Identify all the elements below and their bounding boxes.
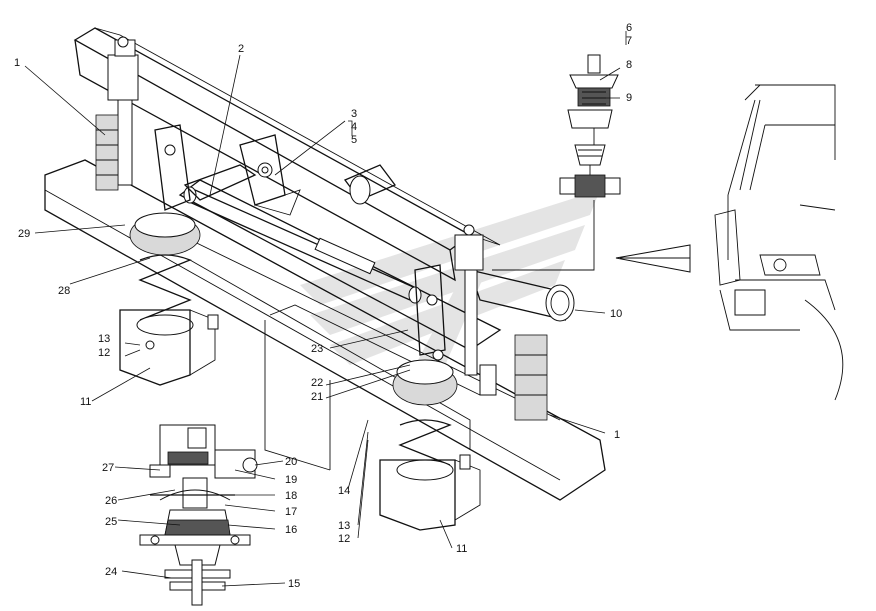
callout-label: 13 [338, 520, 350, 532]
leader-lines [24, 31, 627, 587]
left-spring-assembly [119, 124, 219, 386]
callout-label: 23 [311, 343, 323, 355]
stabilizer-bar [183, 186, 422, 304]
callout-label: 2 [238, 43, 244, 55]
left-shock-absorber [95, 36, 139, 191]
callout-label: 22 [311, 377, 323, 389]
callout-labels: 1 2 3 4 5 6 7 8 9 10 11 12 13 28 29 23 2… [14, 22, 632, 590]
bushing-exploded-view [492, 54, 621, 271]
callout-label: 18 [285, 490, 297, 502]
callout-label: 4 [351, 121, 357, 133]
callout-label: 20 [285, 456, 297, 468]
callout-label: 1 [614, 429, 620, 441]
callout-label: 24 [105, 566, 117, 578]
callout-label: 6 [626, 22, 632, 34]
callout-label: 16 [285, 524, 297, 536]
callout-label: 13 [98, 333, 110, 345]
lower-mount-detail-view [139, 424, 258, 606]
callout-label: 12 [98, 347, 110, 359]
right-shock-absorber [454, 224, 548, 421]
callout-label: 28 [58, 285, 70, 297]
callout-label: 21 [311, 391, 323, 403]
callout-label: 17 [285, 506, 297, 518]
right-spring-assembly [379, 264, 481, 531]
cross-tube [343, 164, 575, 322]
callout-label: 5 [351, 134, 357, 146]
callout-label: 8 [626, 59, 632, 71]
callout-label: 14 [338, 485, 350, 497]
callout-label: 11 [456, 543, 467, 555]
callout-label: 25 [105, 516, 117, 528]
callout-label: 11 [80, 396, 91, 408]
callout-label: 7 [626, 35, 632, 47]
callout-label: 12 [338, 533, 350, 545]
callout-label: 3 [351, 108, 357, 120]
truck-cab-silhouette [615, 84, 844, 401]
callout-label: 19 [285, 474, 297, 486]
callout-label: 26 [105, 495, 117, 507]
callout-label: 1 [14, 57, 20, 69]
callout-label: 10 [610, 308, 622, 320]
lever-arm [183, 134, 301, 216]
callout-label: 29 [18, 228, 30, 240]
callout-label: 27 [102, 462, 114, 474]
callout-label: 15 [288, 578, 300, 590]
callout-label: 9 [626, 92, 632, 104]
